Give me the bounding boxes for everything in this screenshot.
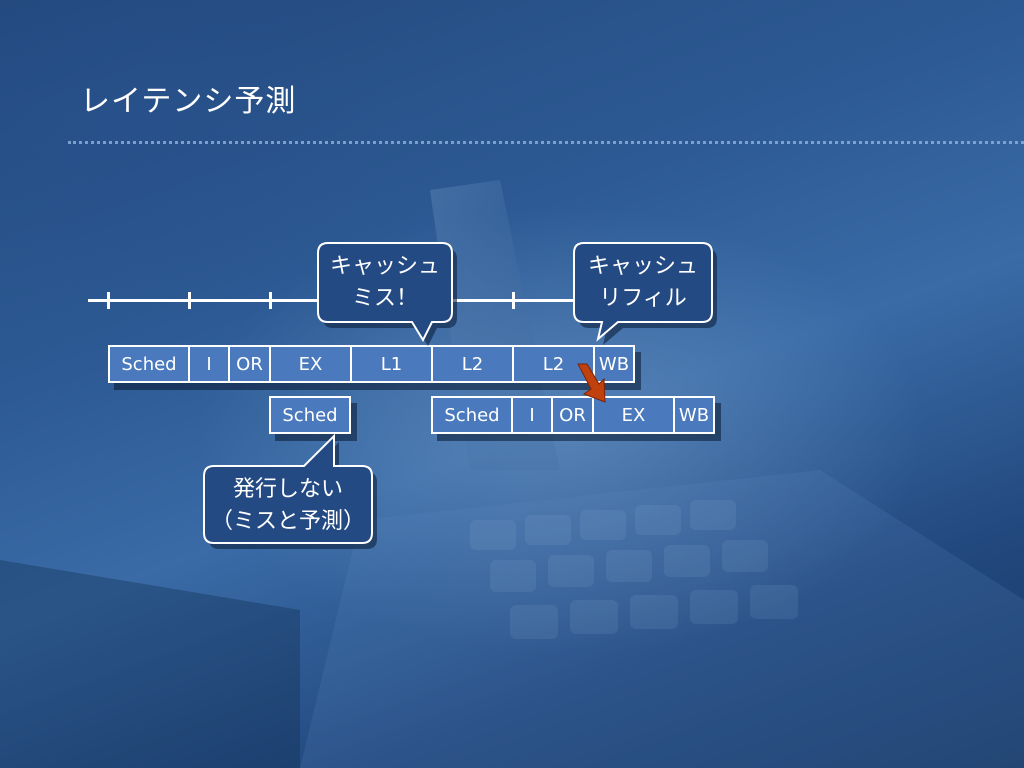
callout-bubble xyxy=(573,242,717,345)
callout-text: 発行しない （ミスと予測） xyxy=(204,474,372,538)
stage-sched: Sched xyxy=(108,345,189,383)
stage-wb: WB xyxy=(594,345,635,383)
stage-wb: WB xyxy=(674,396,715,434)
callout-line: （ミスと予測） xyxy=(210,509,365,534)
timeline-tick xyxy=(188,292,191,309)
callout-text: キャッシュ ミス！ xyxy=(318,251,452,315)
stage-sched: Sched xyxy=(431,396,512,434)
callout-line: ミス！ xyxy=(351,286,418,311)
callout-line: リフィル xyxy=(599,286,687,311)
timeline-tick xyxy=(512,292,515,309)
stage-ex: EX xyxy=(593,396,674,434)
callout-line: キャッシュ xyxy=(587,254,698,279)
callout-bubble xyxy=(317,242,457,346)
stage-or: OR xyxy=(552,396,593,434)
callout-text: キャッシュ リフィル xyxy=(574,251,712,315)
pipeline-row-2: Sched xyxy=(269,396,351,434)
callout-bubble xyxy=(203,433,377,549)
stage-i: I xyxy=(189,345,229,383)
stage-or: OR xyxy=(229,345,270,383)
callout-line: 発行しない xyxy=(232,477,343,502)
callout-line: キャッシュ xyxy=(329,254,440,279)
timeline-tick xyxy=(107,292,110,309)
pipeline-row-3: Sched I OR EX WB xyxy=(431,396,715,434)
stage-i: I xyxy=(512,396,552,434)
slide-title: レイテンシ予測 xyxy=(80,84,297,119)
refill-arrow-icon xyxy=(577,363,606,403)
stage-l1: L1 xyxy=(351,345,432,383)
stage-l2: L2 xyxy=(432,345,513,383)
title-divider xyxy=(68,141,1024,144)
timeline-tick xyxy=(269,292,272,309)
stage-ex: EX xyxy=(270,345,351,383)
pipeline-row-1: Sched I OR EX L1 L2 L2 WB xyxy=(108,345,635,383)
stage-sched: Sched xyxy=(269,396,351,434)
